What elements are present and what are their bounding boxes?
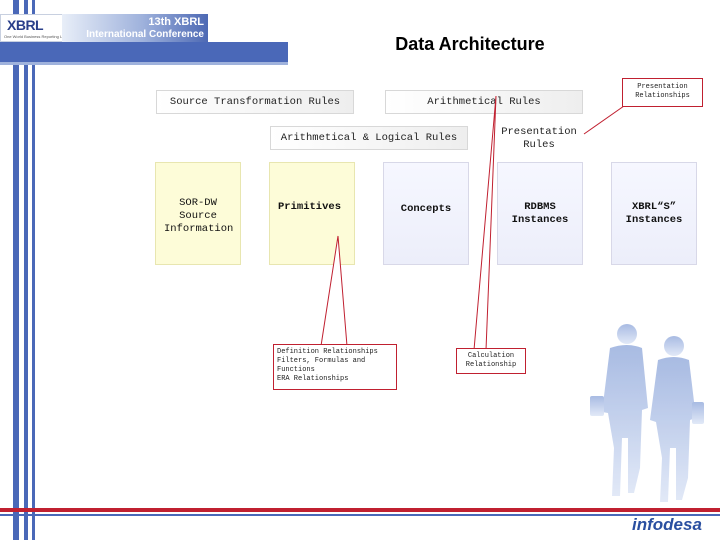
conference-line-2: International Conference — [86, 29, 204, 40]
callout-definition-line-3: ERA Relationships — [277, 375, 349, 383]
left-bar-1 — [13, 0, 19, 540]
presentation-rules: Presentation Rules — [501, 126, 577, 151]
header-band — [0, 42, 288, 64]
column-sor-dw-label: SOR-DW Source Information — [164, 197, 234, 235]
left-bar-2 — [24, 0, 28, 540]
xbrl-logo-text: XBRL — [7, 17, 44, 33]
conference-banner: 13th XBRL International Conference — [62, 14, 208, 42]
conference-line-1: 13th XBRL — [148, 16, 204, 28]
column-xbrl-s: XBRL“S” Instances — [611, 162, 697, 265]
callout-definition: Definition Relationships Filters, Formul… — [273, 344, 397, 390]
left-bar-3 — [32, 0, 35, 540]
xbrl-logo: XBRL One World Business Reporting Langua… — [0, 14, 78, 42]
column-primitives: Primitives — [269, 162, 355, 265]
pointer-definition — [320, 235, 348, 347]
column-primitives-label: Primitives — [278, 201, 342, 213]
business-people-illustration — [590, 324, 704, 502]
arithmetical-rules: Arithmetical Rules — [385, 90, 583, 114]
column-rdbms: RDBMS Instances — [497, 162, 583, 265]
column-concepts-label: Concepts — [400, 203, 452, 215]
callout-calculation: Calculation Relationship — [456, 348, 526, 374]
pointer-calculation — [473, 95, 497, 351]
callout-calculation-text: Calculation Relationship — [465, 352, 517, 369]
arithmetical-logical-rules: Arithmetical & Logical Rules — [270, 126, 468, 150]
infodesa-logo: infodesa — [632, 515, 702, 534]
header-band-light — [0, 62, 288, 65]
column-rdbms-label: RDBMS Instances — [511, 201, 569, 226]
callout-definition-line-1: Definition Relationships — [277, 348, 378, 356]
callout-presentation-relationships: Presentation Relationships — [622, 78, 703, 107]
column-concepts: Concepts — [383, 162, 469, 265]
pointer-presentation — [583, 105, 642, 135]
page-title: Data Architecture — [395, 34, 545, 54]
footer-line-red — [0, 508, 720, 512]
source-transformation-rules: Source Transformation Rules — [156, 90, 354, 114]
column-xbrl-s-label: XBRL“S” Instances — [625, 201, 683, 226]
callout-presentation-text: Presentation Relationships — [635, 83, 690, 100]
callout-definition-line-2: Filters, Formulas and Functions — [277, 357, 366, 374]
column-sor-dw: SOR-DW Source Information — [155, 162, 241, 265]
footer-line-blue — [0, 514, 720, 516]
xbrl-logo-tagline: One World Business Reporting Language — [4, 34, 78, 39]
